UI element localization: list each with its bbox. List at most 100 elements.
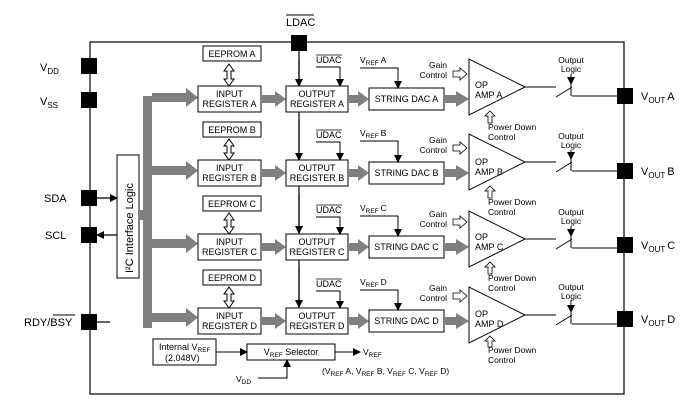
svg-text:REGISTER D: REGISTER D xyxy=(289,321,345,331)
vout-a-pin xyxy=(617,88,633,104)
svg-text:OP: OP xyxy=(475,309,488,319)
scl-pin xyxy=(81,227,97,243)
eeprom-b xyxy=(202,121,262,138)
rdy-bsy-pin xyxy=(81,314,97,330)
ldac-pin xyxy=(291,35,307,51)
svg-text:STRING DAC C: STRING DAC C xyxy=(374,242,439,252)
svg-text:AMP B: AMP B xyxy=(475,167,503,177)
output-register-a xyxy=(285,85,349,113)
svg-text:EEPROM B: EEPROM B xyxy=(208,125,256,135)
vref-list-label: (VREF A, VREF B, VREF C, VREF D) xyxy=(322,366,449,378)
vout-c-pin xyxy=(617,237,633,253)
svg-text:STRING DAC D: STRING DAC D xyxy=(374,316,439,326)
svg-text:REGISTER A: REGISTER A xyxy=(290,99,344,109)
op-amp-a xyxy=(468,58,527,116)
sda-label: SDA xyxy=(44,193,67,205)
svg-text:OUTPUT: OUTPUT xyxy=(299,237,337,247)
op-amp-c xyxy=(468,210,527,268)
svg-text:REGISTER B: REGISTER B xyxy=(290,173,345,183)
svg-text:INPUT: INPUT xyxy=(216,89,244,99)
udac-label-d: UDAC xyxy=(316,279,342,289)
svg-text:STRING DAC B: STRING DAC B xyxy=(374,168,438,178)
op-amp-d xyxy=(468,286,527,344)
vout-d-pin xyxy=(617,311,633,327)
eeprom-transfer-arrow-a xyxy=(223,63,235,87)
vdd-label: VDD xyxy=(40,62,59,76)
svg-text:REGISTER D: REGISTER D xyxy=(202,321,258,331)
eeprom-transfer-arrow-b xyxy=(223,138,235,161)
bus-arrows xyxy=(152,88,198,327)
svg-text:EEPROM C: EEPROM C xyxy=(208,199,257,209)
svg-text:STRING DAC A: STRING DAC A xyxy=(375,94,439,104)
vss-pin xyxy=(81,92,97,108)
svg-text:REGISTER A: REGISTER A xyxy=(202,99,256,109)
channel-b: EEPROM B INPUT REGISTER B OUTPUT REGISTE… xyxy=(197,121,675,217)
svg-text:AMP C: AMP C xyxy=(475,242,504,252)
channel-c: EEPROM C INPUT REGISTER C OUTPUT REGISTE… xyxy=(197,195,675,293)
vref-selector-label: VREF Selector xyxy=(264,347,319,359)
svg-text:OUTPUT: OUTPUT xyxy=(299,163,337,173)
input-register-a xyxy=(197,85,262,113)
eeprom-transfer-arrow-c xyxy=(223,212,235,235)
eeprom-c xyxy=(202,195,262,212)
internal-vref-label: Internal VREF xyxy=(159,342,211,354)
svg-text:EEPROM A: EEPROM A xyxy=(208,49,255,59)
udac-label-b: UDAC xyxy=(316,130,342,140)
chip-outline xyxy=(89,41,625,395)
svg-text:OUTPUT: OUTPUT xyxy=(299,89,337,99)
udac-label-c: UDAC xyxy=(316,205,342,215)
svg-text:INPUT: INPUT xyxy=(216,163,244,173)
data-bus xyxy=(143,96,152,328)
svg-text:EEPROM D: EEPROM D xyxy=(208,273,257,283)
vout-b-pin xyxy=(617,163,633,179)
output-switch-b xyxy=(555,161,573,173)
output-switch-d xyxy=(555,314,573,326)
vdd-selector-label: VDD xyxy=(236,374,251,386)
i2c-interface-logic-label: I²C Interface Logic xyxy=(124,183,136,273)
output-register-c xyxy=(285,233,349,261)
svg-text:REGISTER C: REGISTER C xyxy=(202,247,258,257)
svg-text:REGISTER B: REGISTER B xyxy=(202,173,257,183)
eeprom-transfer-arrow-d xyxy=(223,286,235,309)
ldac-label: LDAC xyxy=(286,17,315,29)
svg-text:AMP A: AMP A xyxy=(475,90,502,100)
output-switch-c xyxy=(555,238,573,250)
channel-d: EEPROM D INPUT REGISTER D OUTPUT REGISTE… xyxy=(197,269,675,365)
output-switch-a xyxy=(555,86,573,98)
eeprom-a xyxy=(202,45,262,62)
op-amp-b xyxy=(468,133,527,191)
internal-vref-value: (2.048V) xyxy=(165,353,200,363)
svg-text:OP: OP xyxy=(475,232,488,242)
vref-output-label: VREF xyxy=(363,347,382,359)
channel-a: EEPROM A INPUT REGISTER A OUTPUT REGISTE… xyxy=(197,45,675,142)
sda-pin xyxy=(81,190,97,206)
eeprom-d xyxy=(202,269,262,286)
svg-text:REGISTER C: REGISTER C xyxy=(289,247,345,257)
scl-label: SCL xyxy=(45,230,66,242)
rdy-bsy-label: RDY/BSY xyxy=(24,317,73,329)
svg-text:OP: OP xyxy=(475,80,488,90)
input-register-b xyxy=(197,159,262,187)
svg-text:OP: OP xyxy=(475,157,488,167)
svg-text:INPUT: INPUT xyxy=(216,311,244,321)
